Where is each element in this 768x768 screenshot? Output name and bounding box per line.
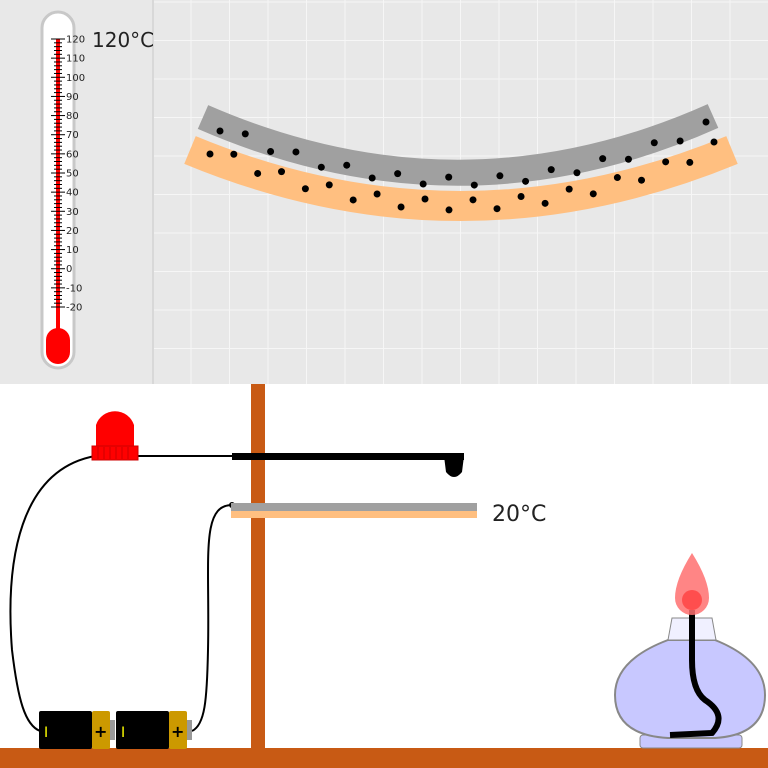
atom-dot — [573, 169, 581, 177]
plus-sign: + — [94, 722, 107, 741]
atom-dot — [589, 190, 597, 198]
atom-dot — [676, 137, 684, 145]
atom-dot — [445, 206, 453, 214]
wire-right — [191, 504, 233, 732]
thermometer-bulb — [46, 328, 70, 364]
tick-label: 10 — [66, 245, 79, 256]
thermometer-fluid — [56, 39, 60, 340]
atom-dot — [349, 196, 357, 204]
strip-top-layer — [197, 104, 719, 186]
atom-dot — [613, 174, 621, 182]
tick-label: 70 — [66, 130, 79, 141]
atom-dot — [624, 155, 632, 163]
atom-dot — [254, 169, 262, 177]
atom-dot — [419, 180, 427, 188]
atom-dot — [638, 176, 646, 184]
atom-dot — [686, 158, 694, 166]
battery-right: I + — [116, 711, 192, 749]
atom-dot — [343, 161, 351, 169]
minus-sign: I — [44, 725, 48, 741]
atom-dot — [445, 173, 453, 181]
tick-label: 40 — [66, 188, 79, 199]
tick-label: 90 — [66, 92, 79, 103]
tick-label: 20 — [66, 226, 79, 237]
atom-dot — [397, 203, 405, 211]
atom-dot — [394, 170, 402, 178]
strip-bottom-layer — [184, 136, 738, 221]
atom-dot — [547, 166, 555, 174]
battery-left: I + — [39, 711, 115, 749]
atom-dot — [599, 155, 607, 163]
atom-dot — [710, 138, 718, 146]
atom-dot — [662, 158, 670, 166]
table-base — [0, 748, 768, 768]
atom-dot — [216, 127, 224, 135]
bimetal-strip-zoom — [184, 104, 738, 221]
bimetal-strip — [231, 503, 477, 518]
atom-dot — [368, 174, 376, 182]
alcohol-burner — [613, 553, 767, 749]
atom-dot — [292, 148, 300, 156]
tick-label: 30 — [66, 207, 79, 218]
atom-dot — [650, 139, 658, 147]
atom-dot — [421, 195, 429, 203]
thermometer-reading: 120°C — [92, 28, 154, 52]
atom-dot — [301, 185, 309, 193]
atom-dot — [565, 185, 573, 193]
tick-label: 100 — [66, 73, 85, 84]
atom-dot — [373, 190, 381, 198]
atom-dot — [469, 196, 477, 204]
atom-dot — [493, 205, 501, 213]
wire-left — [9, 455, 96, 732]
atom-dot — [278, 168, 286, 176]
contact-arm — [232, 453, 464, 477]
atom-dot — [541, 199, 549, 207]
tick-label: 0 — [66, 264, 72, 275]
strip-temperature-label: 20°C — [492, 502, 546, 527]
atom-dot — [496, 172, 504, 180]
minus-sign: I — [121, 725, 125, 741]
tick-label: -20 — [66, 303, 82, 314]
tick-label: 50 — [66, 169, 79, 180]
stand-pole — [251, 384, 265, 750]
tick-label: 60 — [66, 149, 79, 160]
atom-dot — [317, 163, 325, 171]
atom-dots — [206, 118, 718, 214]
atom-dot — [470, 181, 478, 189]
tick-label: 110 — [66, 54, 85, 65]
alarm-light — [91, 411, 139, 461]
atom-dot — [206, 150, 214, 158]
atom-dot — [522, 177, 530, 185]
atom-dot — [230, 150, 238, 158]
tick-label: 80 — [66, 111, 79, 122]
atom-dot — [241, 130, 249, 138]
plus-sign: + — [171, 722, 184, 741]
atom-dot — [702, 118, 710, 126]
atom-dot — [325, 181, 333, 189]
atom-dot — [517, 193, 525, 201]
tick-label: -10 — [66, 283, 82, 294]
atom-dot — [267, 148, 275, 156]
tick-label: 120 — [66, 35, 85, 46]
